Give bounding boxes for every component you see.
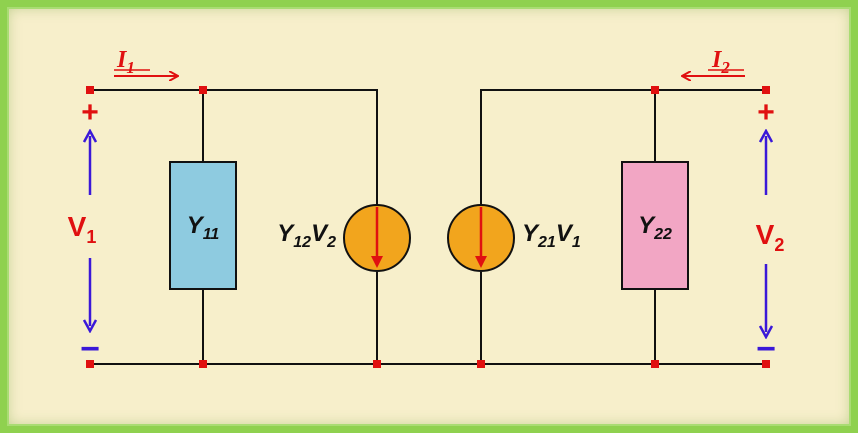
node-port2-top [762,86,770,94]
current-source-2 [447,204,515,272]
node-y22-bottom [651,360,659,368]
y11-label: Y11 [187,212,220,243]
current-source-1 [343,204,411,272]
top-wire-left [90,89,378,205]
node-y11-top [199,86,207,94]
y22-box [621,161,689,290]
y11-box [169,161,237,290]
current-i2-label: I2 [711,47,730,77]
current-i1-label: I1 [116,47,135,77]
port1-minus: − [80,330,100,368]
nodes [86,86,770,368]
port2-minus: − [756,330,776,368]
source1-label: Y12V2 [277,220,336,251]
top-wire-right [480,89,766,205]
node-src2-bottom [477,360,485,368]
port2-voltage-label: V2 [756,219,785,255]
source2-label: Y21V1 [522,220,581,251]
port1-plus: + [81,96,99,129]
node-port1-top [86,86,94,94]
node-src1-bottom [373,360,381,368]
port1-voltage-label: V1 [68,211,97,247]
y22-label: Y22 [638,212,672,243]
node-port2-bottom [762,360,770,368]
node-port1-bottom [86,360,94,368]
node-y11-bottom [199,360,207,368]
node-y22-top [651,86,659,94]
port2-plus: + [757,96,775,129]
